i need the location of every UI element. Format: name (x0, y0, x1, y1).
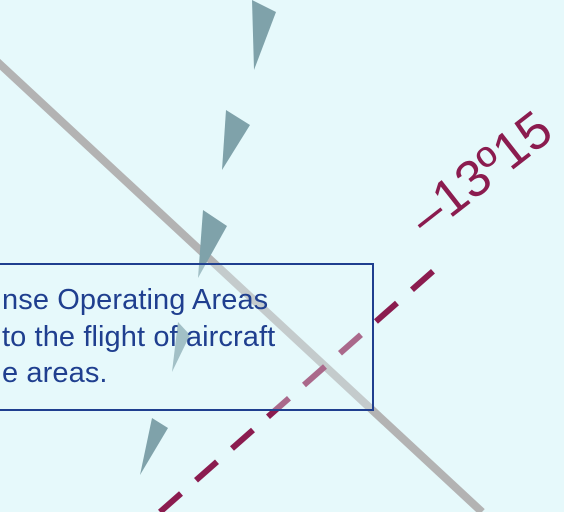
boundary-dash (198, 210, 227, 278)
note-line-2: to the flight of aircraft (2, 321, 276, 353)
route-line (0, 58, 485, 512)
boundary-dash (222, 110, 250, 170)
boundary-dash (252, 0, 276, 70)
boundary-dash (172, 322, 190, 372)
boundary-dash (140, 418, 168, 475)
map-graphics (0, 0, 485, 512)
note-line-1: nse Operating Areas (2, 284, 269, 316)
sua-note-box: nse Operating Areas to the flight of air… (0, 263, 374, 411)
boundary-dashes (140, 0, 276, 475)
isogonic-line (158, 262, 442, 512)
note-line-3: e areas. (2, 357, 108, 389)
